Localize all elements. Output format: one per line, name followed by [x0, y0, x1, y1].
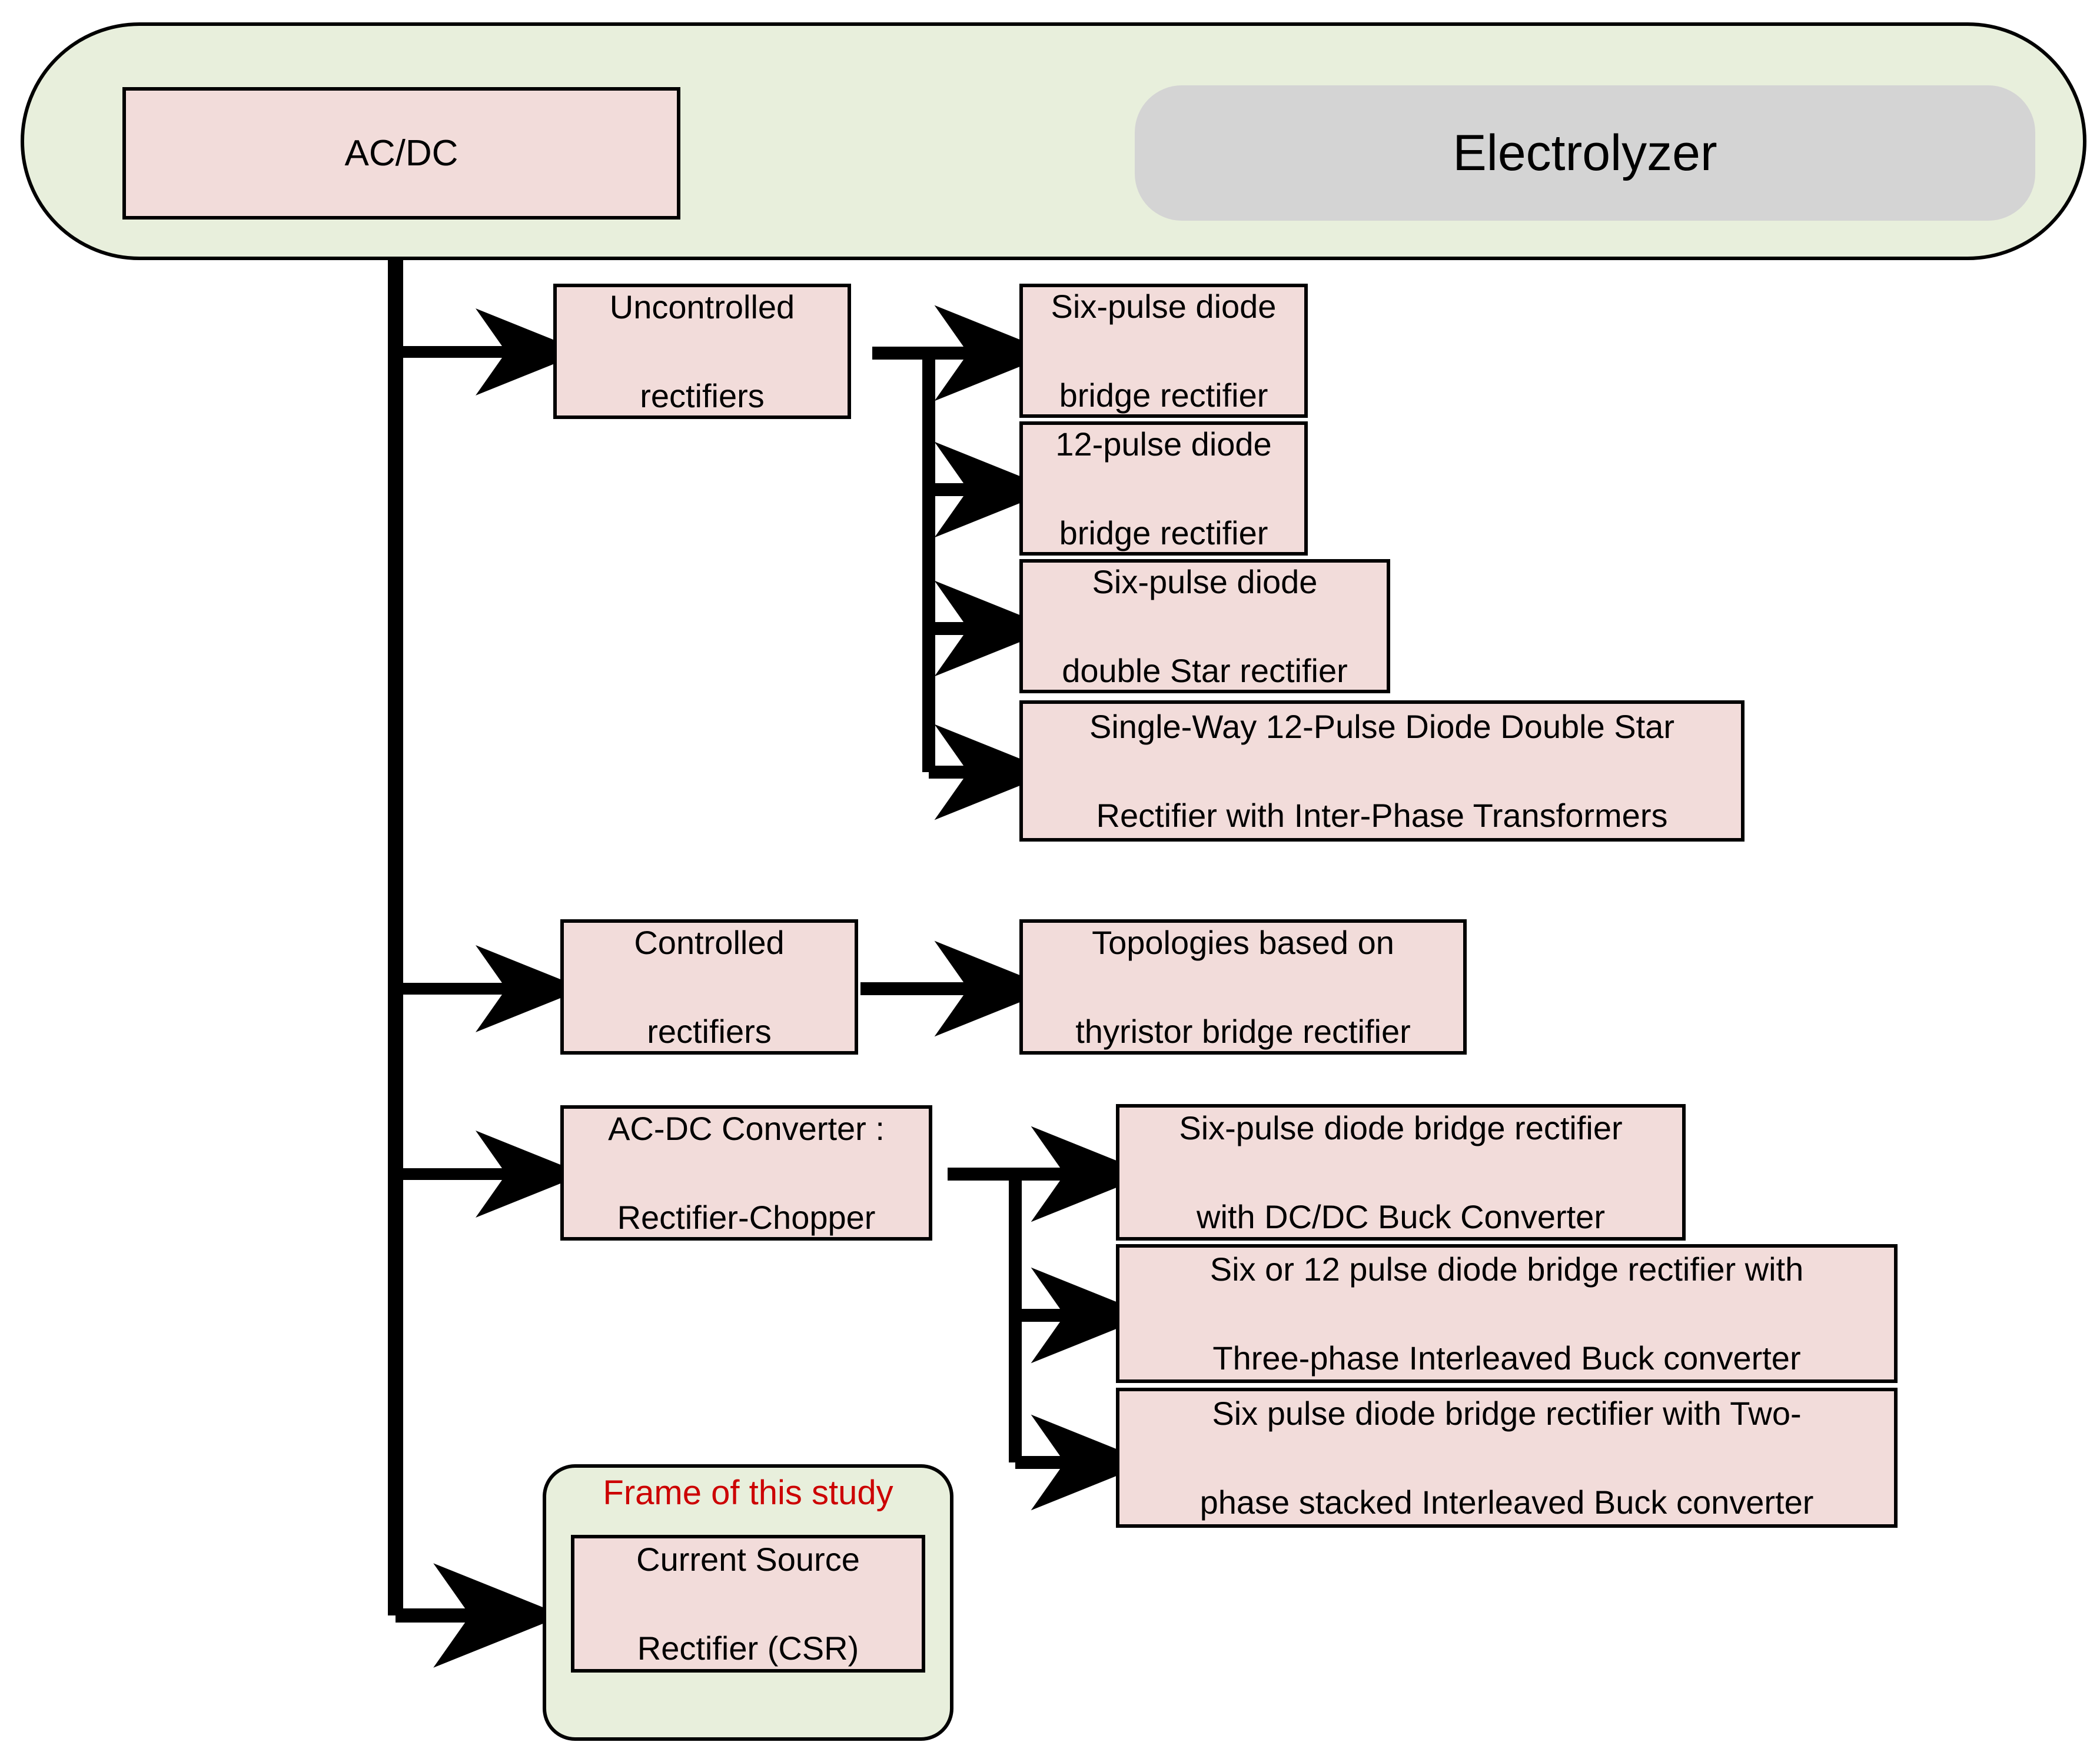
- node-upulse12-line1: 12-pulse diode: [1055, 425, 1272, 463]
- node-acdc-converter-rectifier-chopper[interactable]: AC-DC Converter : Rectifier-Chopper: [560, 1105, 932, 1241]
- node-upulse6-line1: Six-pulse diode: [1051, 287, 1277, 325]
- node-interleaved2-line1: Six pulse diode bridge rectifier with Tw…: [1212, 1394, 1802, 1432]
- node-csr-line1: Current Source: [636, 1540, 860, 1578]
- node-six-pulse-with-dcdc-buck[interactable]: Six-pulse diode bridge rectifier with DC…: [1116, 1104, 1686, 1241]
- node-controlled-line1: Controlled: [634, 923, 785, 961]
- node-electrolyzer[interactable]: Electrolyzer: [1135, 85, 2035, 221]
- node-uncontrolled-rectifiers[interactable]: Uncontrolled rectifiers: [553, 284, 851, 419]
- node-single-way-12-pulse-double-star-ipt[interactable]: Single-Way 12-Pulse Diode Double Star Re…: [1019, 700, 1745, 842]
- node-interleaved2-line2: phase stacked Interleaved Buck converter: [1199, 1483, 1814, 1521]
- node-chopper-line2: Rectifier-Chopper: [617, 1198, 876, 1236]
- node-uncontrolled-line2: rectifiers: [640, 377, 765, 414]
- node-electrolyzer-label: Electrolyzer: [1453, 124, 1717, 181]
- node-interleaved3-line1: Six or 12 pulse diode bridge rectifier w…: [1210, 1250, 1804, 1288]
- node-chopper-line1: AC-DC Converter :: [608, 1109, 885, 1147]
- node-singleway-line2: Rectifier with Inter-Phase Transformers: [1096, 796, 1668, 834]
- node-six-or-12-pulse-three-phase-interleaved-buck[interactable]: Six or 12 pulse diode bridge rectifier w…: [1116, 1244, 1898, 1383]
- node-acdc-label: AC/DC: [344, 132, 458, 174]
- node-six-pulse-two-phase-stacked-interleaved-buck[interactable]: Six pulse diode bridge rectifier with Tw…: [1116, 1388, 1898, 1528]
- node-current-source-rectifier[interactable]: Current Source Rectifier (CSR): [571, 1535, 925, 1673]
- node-thyristor-bridge-topologies[interactable]: Topologies based on thyristor bridge rec…: [1019, 919, 1467, 1055]
- node-thyristor-line2: thyristor bridge rectifier: [1075, 1012, 1411, 1050]
- node-thyristor-line1: Topologies based on: [1092, 923, 1394, 961]
- node-upulse12-line2: bridge rectifier: [1059, 514, 1268, 551]
- node-buck-line1: Six-pulse diode bridge rectifier: [1179, 1109, 1623, 1146]
- node-csr-line2: Rectifier (CSR): [637, 1629, 859, 1667]
- node-upulse6-line2: bridge rectifier: [1059, 376, 1268, 414]
- node-12-pulse-diode-bridge-rectifier[interactable]: 12-pulse diode bridge rectifier: [1019, 421, 1308, 556]
- node-doublestar-line2: double Star rectifier: [1062, 651, 1348, 689]
- node-six-pulse-diode-double-star-rectifier[interactable]: Six-pulse diode double Star rectifier: [1019, 559, 1390, 693]
- frame-of-this-study-label: Frame of this study: [603, 1474, 893, 1512]
- node-uncontrolled-line1: Uncontrolled: [609, 288, 795, 325]
- node-doublestar-line1: Six-pulse diode: [1092, 563, 1318, 600]
- node-controlled-line2: rectifiers: [647, 1012, 772, 1050]
- node-controlled-rectifiers[interactable]: Controlled rectifiers: [560, 919, 858, 1055]
- node-six-pulse-diode-bridge-rectifier[interactable]: Six-pulse diode bridge rectifier: [1019, 284, 1308, 418]
- node-acdc[interactable]: AC/DC: [122, 87, 680, 220]
- node-buck-line2: with DC/DC Buck Converter: [1197, 1198, 1605, 1235]
- node-singleway-line1: Single-Way 12-Pulse Diode Double Star: [1089, 707, 1674, 745]
- node-interleaved3-line2: Three-phase Interleaved Buck converter: [1212, 1339, 1801, 1377]
